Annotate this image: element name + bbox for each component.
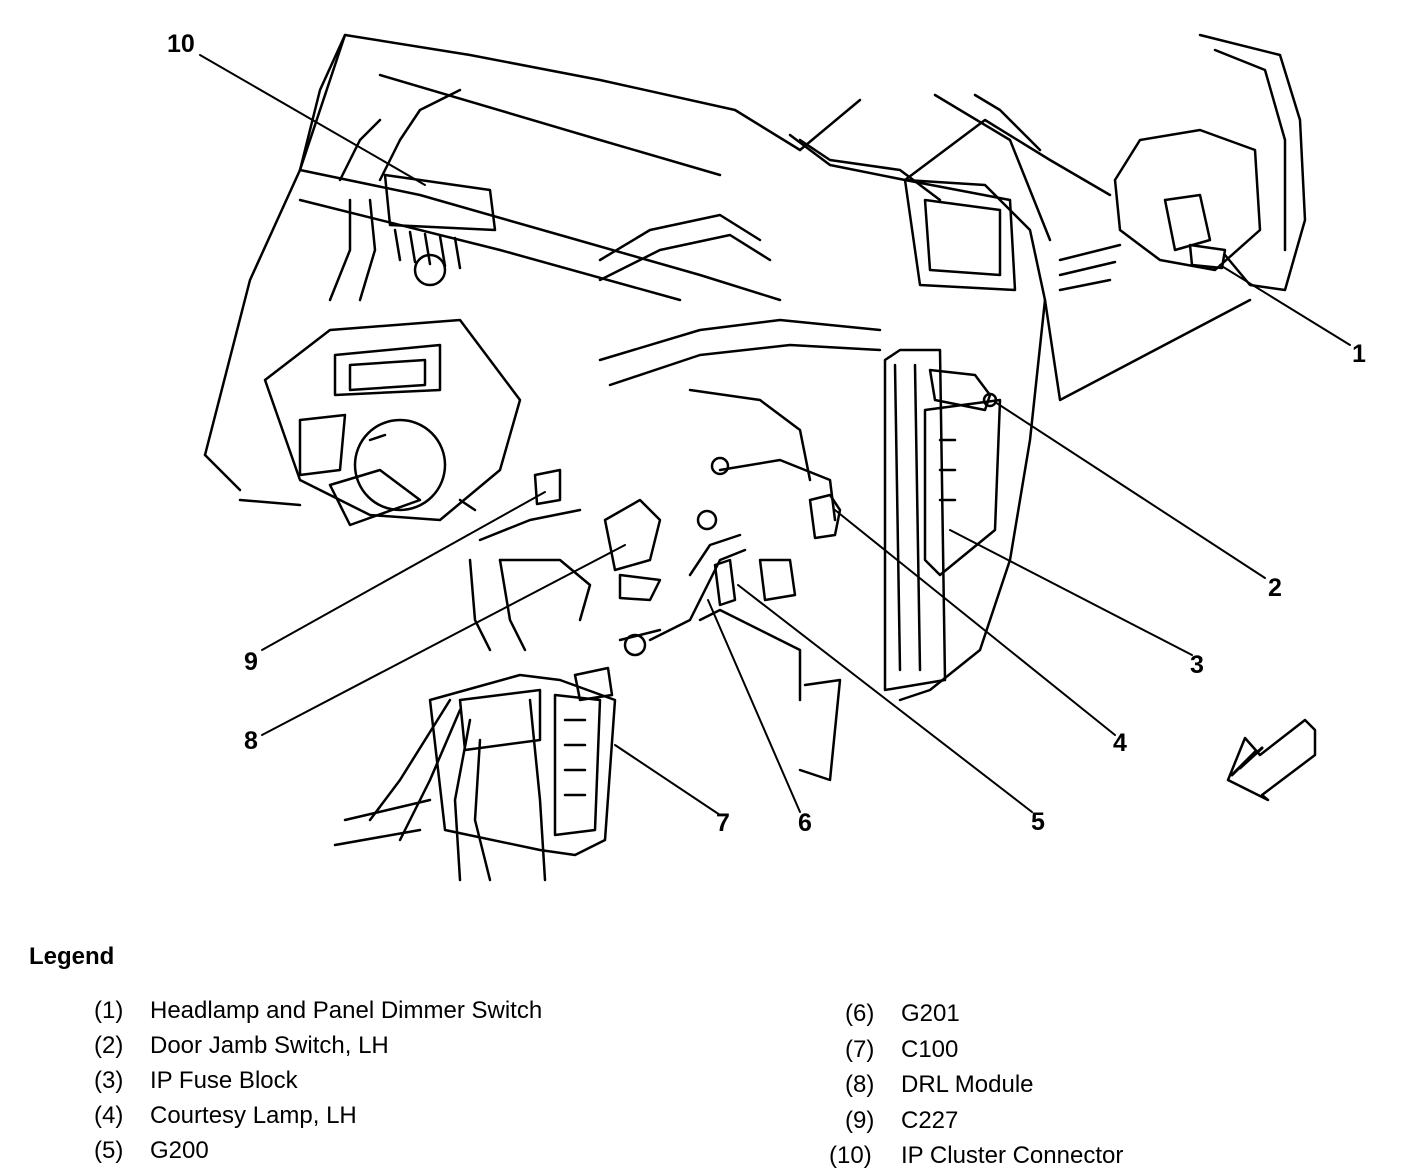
- legend-text: IP Fuse Block: [150, 1067, 298, 1094]
- legend-number: (4): [94, 1102, 124, 1129]
- legend-text: IP Cluster Connector: [901, 1142, 1124, 1169]
- callout-3: 3: [1190, 651, 1204, 679]
- legend-text: G200: [150, 1137, 209, 1164]
- legend-text: C100: [901, 1036, 959, 1063]
- dashboard-outline: [203, 33, 1252, 702]
- dashboard-wiring-illustration: [199, 33, 1351, 882]
- legend-title: Legend: [29, 943, 115, 970]
- legend-text: G201: [901, 1000, 960, 1027]
- drl-module-and-c227: [533, 468, 662, 602]
- legend-number: (9): [845, 1107, 875, 1134]
- callout-4: 4: [1113, 729, 1127, 757]
- leader-lines: [199, 54, 1351, 816]
- legend-number: (6): [845, 1000, 875, 1027]
- fuse-block-panel: [883, 178, 1017, 692]
- callout-9: 9: [244, 648, 258, 676]
- legend-number: (3): [94, 1067, 124, 1094]
- steering-column: [238, 318, 522, 527]
- legend-number: (2): [94, 1032, 124, 1059]
- callout-7: 7: [716, 809, 730, 837]
- legend-number: (5): [94, 1137, 124, 1164]
- callout-2: 2: [1268, 574, 1282, 602]
- ip-cluster-connector: [383, 173, 497, 287]
- legend-text: DRL Module: [901, 1071, 1034, 1098]
- direction-arrow-icon: [1226, 718, 1317, 802]
- callout-8: 8: [244, 727, 258, 755]
- legend-number: (7): [845, 1036, 875, 1063]
- legend-number: (10): [829, 1142, 872, 1169]
- legend-number: (1): [94, 997, 124, 1024]
- headlamp-switch-housing: [1058, 33, 1307, 292]
- legend-number: (8): [845, 1071, 875, 1098]
- legend-text: Headlamp and Panel Dimmer Switch: [150, 997, 543, 1024]
- callout-6: 6: [798, 809, 812, 837]
- grounds-and-lamp: [618, 456, 842, 782]
- c100-connector: [333, 666, 617, 882]
- callout-5: 5: [1031, 808, 1045, 836]
- callout-10: 10: [167, 30, 195, 58]
- callout-1: 1: [1352, 340, 1366, 368]
- legend-text: Courtesy Lamp, LH: [150, 1102, 357, 1129]
- legend-text: Door Jamb Switch, LH: [150, 1032, 389, 1059]
- legend-text: C227: [901, 1107, 959, 1134]
